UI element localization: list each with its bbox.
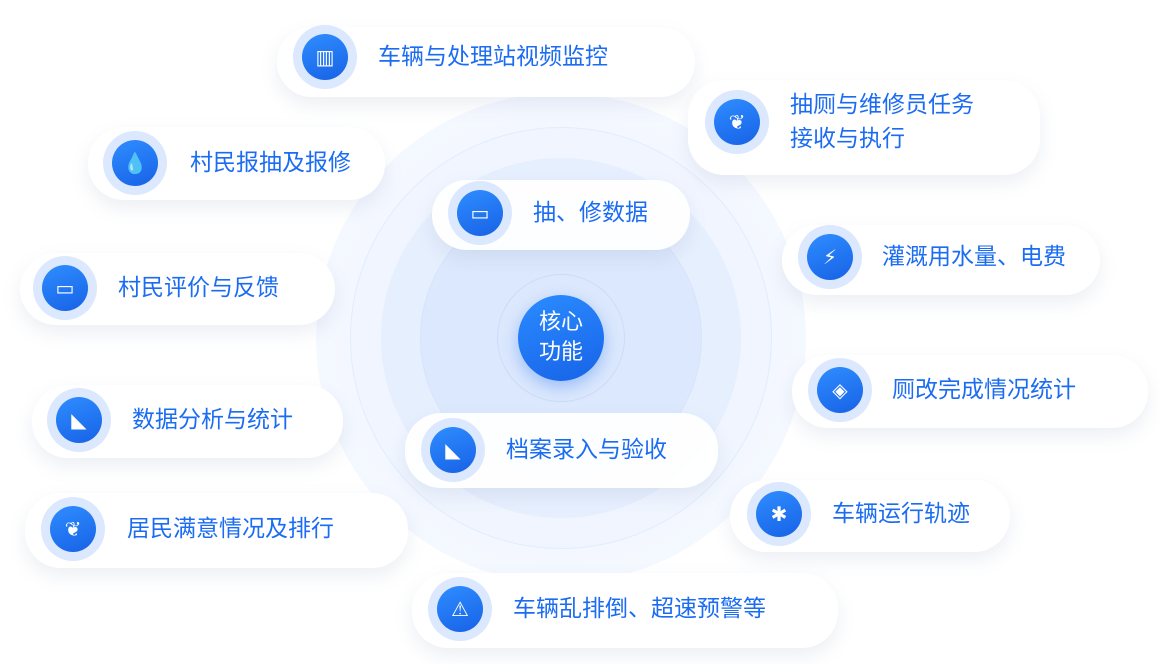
feature-label: 居民满意情况及排行 bbox=[127, 512, 334, 546]
tag-icon: ◈ bbox=[817, 367, 863, 413]
icon-halo: ✱ bbox=[747, 482, 811, 546]
feature-label-line: 接收与执行 bbox=[790, 126, 905, 152]
icon-halo: ▭ bbox=[448, 181, 512, 245]
feature-label-line: 抽、修数据 bbox=[533, 200, 648, 226]
icon-halo: ⚡ bbox=[798, 225, 862, 289]
feature-label-line: 村民报抽及报修 bbox=[190, 150, 351, 176]
core-function-button[interactable]: 核心 功能 bbox=[518, 295, 604, 381]
feature-label: 厕改完成情况统计 bbox=[892, 373, 1076, 407]
icon-halo: ▥ bbox=[293, 25, 357, 89]
feature-label: 车辆与处理站视频监控 bbox=[378, 40, 608, 74]
feature-label: 村民评价与反馈 bbox=[118, 271, 279, 305]
camera-icon: ◣ bbox=[56, 397, 102, 443]
feature-label: 数据分析与统计 bbox=[132, 403, 293, 437]
core-label: 核心 bbox=[538, 310, 583, 335]
feature-label-line: 灌溉用水量、电费 bbox=[882, 244, 1066, 270]
inner-ring bbox=[497, 274, 625, 402]
leaf-icon: ❦ bbox=[50, 506, 96, 552]
feature-label-line: 档案录入与验收 bbox=[506, 437, 667, 463]
icon-halo: ◣ bbox=[421, 418, 485, 482]
icon-halo: ◈ bbox=[808, 358, 872, 422]
feature-label: 抽、修数据 bbox=[533, 196, 648, 230]
bug-icon: ✱ bbox=[756, 491, 802, 537]
feature-label-line: 居民满意情况及排行 bbox=[127, 516, 334, 542]
icon-halo: ❦ bbox=[705, 90, 769, 154]
icon-halo: ⚠ bbox=[428, 577, 492, 641]
feature-label: 档案录入与验收 bbox=[506, 433, 667, 467]
alarm-icon: ⚠ bbox=[437, 586, 483, 632]
feature-label: 村民报抽及报修 bbox=[190, 146, 351, 180]
feature-label-line: 厕改完成情况统计 bbox=[892, 377, 1076, 403]
icon-halo: ❦ bbox=[41, 497, 105, 561]
camera-icon: ◣ bbox=[430, 427, 476, 473]
feature-label-line: 数据分析与统计 bbox=[132, 407, 293, 433]
core-label: 功能 bbox=[538, 340, 583, 365]
feature-label: 车辆乱排倒、超速预警等 bbox=[513, 592, 766, 626]
feature-label-line: 村民评价与反馈 bbox=[118, 275, 279, 301]
feature-label: 灌溉用水量、电费 bbox=[882, 240, 1066, 274]
icon-halo: 💧 bbox=[103, 131, 167, 195]
feature-label: 车辆运行轨迹 bbox=[832, 497, 970, 531]
road-icon: ▥ bbox=[302, 34, 348, 80]
icon-halo: ◣ bbox=[47, 388, 111, 452]
icon-halo: ▭ bbox=[33, 256, 97, 320]
lightning-icon: ⚡ bbox=[807, 234, 853, 280]
monitor-chart-icon: ▭ bbox=[42, 265, 88, 311]
feature-label: 抽厕与维修员任务接收与执行 bbox=[790, 88, 974, 156]
water-drop-icon: 💧 bbox=[112, 140, 158, 186]
feature-label-line: 车辆与处理站视频监控 bbox=[378, 44, 608, 70]
feature-label-line: 车辆乱排倒、超速预警等 bbox=[513, 596, 766, 622]
feature-label-line: 抽厕与维修员任务 bbox=[790, 92, 974, 118]
feature-label-line: 车辆运行轨迹 bbox=[832, 501, 970, 527]
monitor-chart-icon: ▭ bbox=[457, 190, 503, 236]
leaf-icon: ❦ bbox=[714, 99, 760, 145]
